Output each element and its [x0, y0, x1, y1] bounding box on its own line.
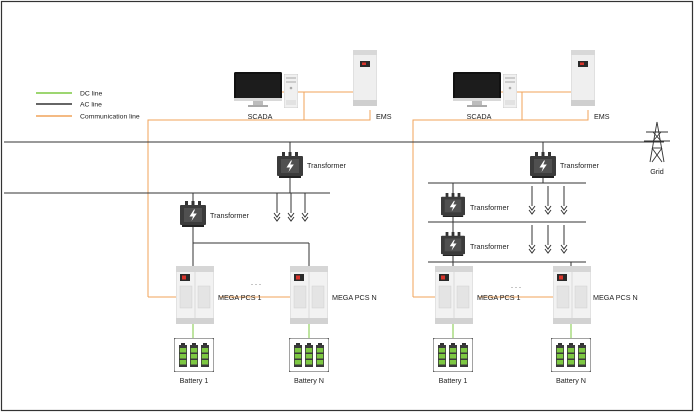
load-arrow-icon — [528, 185, 536, 215]
ems-right: EMS — [571, 50, 610, 121]
ems-cabinet-icon — [571, 50, 595, 106]
pcs-label: MEGA PCS N — [593, 293, 638, 302]
transformer-right-lower: Transformer — [441, 232, 509, 256]
load-arrow-icon — [273, 193, 281, 222]
load-arrow-icon — [544, 224, 552, 254]
dc-line-label: DC line — [80, 91, 103, 98]
pcs-label: MEGA PCS 1 — [477, 293, 521, 302]
battery-left-n: Battery N — [289, 338, 329, 385]
ems-left: EMS — [353, 50, 392, 121]
transformer-icon — [277, 152, 303, 178]
load-arrow-icon — [528, 224, 536, 254]
battery-rack-icon — [174, 338, 214, 372]
pcs-cabinet-icon — [435, 266, 473, 324]
transformer-label: Transformer — [210, 211, 249, 220]
pcs-left-1: MEGA PCS 1 — [176, 266, 262, 324]
battery-label: Battery 1 — [439, 376, 468, 385]
battery-right-1: Battery 1 — [433, 338, 473, 385]
battery-label: Battery N — [294, 376, 324, 385]
battery-rack-icon — [289, 338, 329, 372]
legend: DC line AC line Communication line — [36, 91, 140, 121]
battery-left-1: Battery 1 — [174, 338, 214, 385]
scada-right: SCADA — [453, 72, 517, 121]
grid: Grid — [644, 121, 670, 176]
load-arrow-icon — [301, 193, 309, 222]
ems-cabinet-icon — [353, 50, 377, 106]
computer-monitor-icon — [234, 72, 282, 107]
transformer-label: Transformer — [470, 203, 509, 212]
transformer-icon — [530, 152, 556, 178]
load-arrow-icon — [560, 224, 568, 254]
pcs-left-n: MEGA PCS N — [290, 266, 377, 324]
load-arrow-icon — [560, 185, 568, 215]
ac-line-label: AC line — [80, 102, 102, 109]
transformer-left-lower: Transformer — [180, 201, 249, 227]
transformer-icon — [441, 193, 465, 217]
transformer-right-upper: Transformer — [530, 152, 599, 178]
pcs-right-n: MEGA PCS N — [553, 266, 638, 324]
battery-label: Battery N — [556, 376, 586, 385]
transformer-left-upper: Transformer — [277, 152, 346, 178]
pcs-label: MEGA PCS 1 — [218, 293, 262, 302]
communication-line-label: Communication line — [80, 114, 140, 121]
scada-left: SCADA — [234, 72, 298, 121]
computer-tower-icon — [503, 74, 517, 108]
battery-rack-icon — [433, 338, 473, 372]
ellipsis-right: . . . — [511, 281, 521, 290]
ellipsis-left: . . . — [251, 278, 261, 287]
battery-label: Battery 1 — [180, 376, 209, 385]
pcs-cabinet-icon — [290, 266, 328, 324]
transformer-right-middle: Transformer — [441, 193, 509, 217]
transformer-label: Transformer — [560, 161, 599, 170]
pcs-cabinet-icon — [176, 266, 214, 324]
battery-rack-icon — [551, 338, 591, 372]
dc-lines — [192, 324, 572, 338]
pcs-cabinet-icon — [553, 266, 591, 324]
grid-label: Grid — [650, 167, 664, 176]
transformer-label: Transformer — [470, 242, 509, 251]
transformer-icon — [441, 232, 465, 256]
scada-label-right: SCADA — [467, 112, 492, 121]
computer-tower-icon — [284, 74, 298, 108]
transmission-tower-icon — [644, 121, 670, 163]
ac-lines — [4, 141, 664, 266]
pcs-right-1: MEGA PCS 1 — [435, 266, 521, 324]
transformer-icon — [180, 201, 206, 227]
load-arrow-icon — [544, 185, 552, 215]
battery-right-n: Battery N — [551, 338, 591, 385]
computer-monitor-icon — [453, 72, 501, 107]
transformer-label: Transformer — [307, 161, 346, 170]
ems-label-left: EMS — [376, 112, 392, 121]
load-arrow-icon — [287, 193, 295, 222]
scada-label-left: SCADA — [248, 112, 273, 121]
ems-label-right: EMS — [594, 112, 610, 121]
pcs-label: MEGA PCS N — [332, 293, 377, 302]
load-arrows — [273, 185, 568, 254]
